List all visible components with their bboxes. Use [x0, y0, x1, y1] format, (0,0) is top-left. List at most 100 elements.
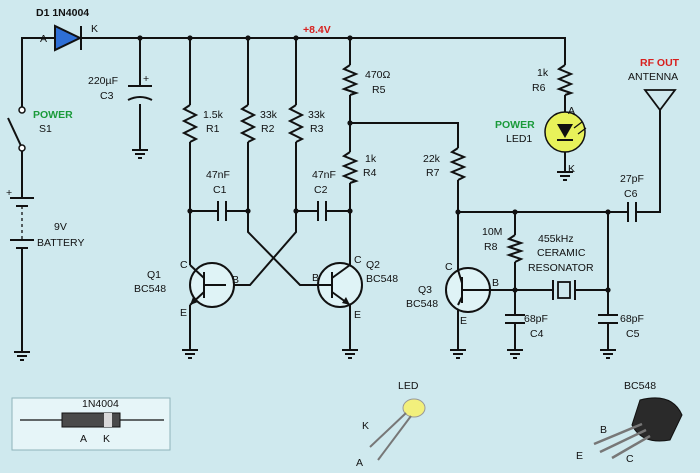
q3-emitter: E: [460, 315, 467, 327]
legend-bc548-label: BC548: [624, 380, 656, 392]
c6-value: 27pF: [620, 173, 644, 185]
power-switch-label: POWER: [33, 109, 73, 121]
c4-name: C4: [530, 328, 544, 340]
legend-bc548-base: B: [600, 424, 607, 436]
q1-part: BC548: [134, 283, 166, 295]
battery-symbol: [10, 197, 34, 249]
r8-name: R8: [484, 241, 498, 253]
antenna-label: ANTENNA: [628, 71, 678, 83]
r5-name: R5: [372, 84, 386, 96]
resistor-r5-symbol: [341, 64, 360, 96]
capacitor-c1-symbol: [217, 201, 227, 221]
led-cathode-label: K: [568, 163, 575, 175]
r6-name: R6: [532, 82, 546, 94]
c4-value: 68pF: [524, 313, 548, 325]
r1-value: 1.5k: [203, 109, 224, 121]
c1-name: C1: [213, 184, 227, 196]
c1-value: 47nF: [206, 169, 230, 181]
supply-voltage-label: +8.4V: [303, 24, 331, 36]
rf-out-label: RF OUT: [640, 57, 680, 69]
q3-name: Q3: [418, 284, 432, 296]
q3-base: B: [492, 277, 499, 289]
r2-name: R2: [261, 123, 275, 135]
capacitor-c4-symbol: [505, 314, 525, 324]
r4-value: 1k: [365, 153, 377, 165]
r4-name: R4: [363, 167, 377, 179]
r8-value: 10M: [482, 226, 502, 238]
junction-dots: [137, 35, 611, 293]
antenna-symbol: [643, 89, 677, 112]
resistor-r1-symbol: [181, 104, 199, 143]
legend-bc548-drawing: [593, 397, 683, 460]
resistor-r4-symbol: [341, 151, 359, 184]
q2-part: BC548: [366, 273, 398, 285]
transistor-q2-symbol: [317, 262, 363, 308]
legend-diode-anode: A: [80, 433, 87, 445]
battery-name: BATTERY: [37, 237, 84, 249]
ceramic-resonator-symbol: [552, 280, 576, 300]
capacitor-c6-symbol: [627, 202, 637, 222]
legend-diode-label: 1N4004: [82, 398, 119, 410]
d1-cathode-label: K: [91, 23, 98, 35]
r7-name: R7: [426, 167, 440, 179]
diode-d1-symbol: [54, 24, 92, 52]
legend-led-anode: A: [356, 457, 363, 469]
resistor-r7-symbol: [449, 147, 467, 181]
c5-value: 68pF: [620, 313, 644, 325]
c2-value: 47nF: [312, 169, 336, 181]
q2-base: B: [312, 272, 319, 284]
battery-voltage: 9V: [54, 221, 67, 233]
transistor-q1-symbol: [189, 262, 235, 308]
ground-symbols: [14, 149, 616, 361]
legend-diode-cathode: K: [103, 433, 110, 445]
power-led-label: POWER: [495, 119, 535, 131]
led-name: LED1: [506, 133, 532, 145]
resistor-r3-symbol: [287, 104, 305, 143]
c2-name: C2: [314, 184, 328, 196]
d1-anode-label: A: [40, 33, 47, 45]
r3-value: 33k: [308, 109, 326, 121]
legend-led-label: LED: [398, 380, 419, 392]
resistor-r6-symbol: [556, 64, 575, 96]
r3-name: R3: [310, 123, 324, 135]
q1-collector: C: [180, 259, 188, 271]
legend-bc548-collector: C: [626, 453, 634, 465]
c3-plus-label: +: [143, 73, 149, 85]
power-led-symbol: [544, 111, 587, 153]
q2-name: Q2: [366, 259, 380, 271]
transistor-q3-symbol: [445, 267, 491, 313]
c3-name: C3: [100, 90, 114, 102]
c3-value: 220µF: [88, 75, 118, 87]
r6-value: 1k: [537, 67, 549, 79]
power-switch-symbol: [7, 106, 26, 152]
capacitor-c3-symbol: [127, 85, 153, 101]
resistor-r2-symbol: [239, 104, 257, 143]
r2-value: 33k: [260, 109, 278, 121]
d1-label: D1 1N4004: [36, 7, 89, 19]
resistor-r8-symbol: [505, 234, 525, 263]
q2-emitter: E: [354, 309, 361, 321]
q2-collector: C: [354, 254, 362, 266]
capacitor-c2-symbol: [317, 201, 327, 221]
resonator-label: RESONATOR: [528, 262, 594, 274]
r1-name: R1: [206, 123, 220, 135]
c5-name: C5: [626, 328, 640, 340]
q1-base: B: [232, 274, 239, 286]
q1-emitter: E: [180, 307, 187, 319]
q3-collector: C: [445, 261, 453, 273]
resonator-type: CERAMIC: [537, 247, 586, 259]
legend-diode-drawing: [20, 412, 164, 428]
resonator-frequency: 455kHz: [538, 233, 574, 245]
q3-part: BC548: [406, 298, 438, 310]
legend-bc548-emitter: E: [576, 450, 583, 462]
legend-led-cathode: K: [362, 420, 369, 432]
legend-led-drawing: [369, 398, 426, 461]
switch-name: S1: [39, 123, 52, 135]
c6-name: C6: [624, 188, 638, 200]
led-anode-label: A: [568, 105, 575, 117]
r7-value: 22k: [423, 153, 441, 165]
r5-value: 470Ω: [365, 69, 391, 81]
battery-plus: +: [6, 187, 12, 199]
capacitor-c5-symbol: [598, 314, 618, 324]
